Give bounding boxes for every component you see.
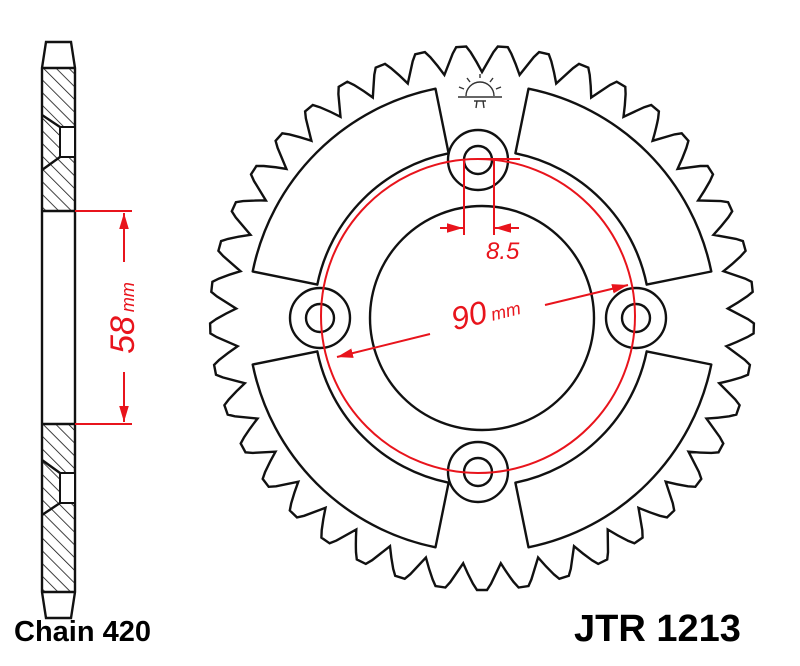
cutout-3 <box>251 350 450 549</box>
hub-diameter-unit: mm <box>118 282 138 312</box>
bolt-hole-2 <box>620 302 652 334</box>
bolt-hole-value: 8.5 <box>486 238 520 265</box>
chain-label: Chain 420 <box>14 616 151 648</box>
bolt-hole-dimension: 8.5 <box>440 160 520 265</box>
hub-diameter-dimension: 58 mm <box>75 210 142 425</box>
bolt-hole-1 <box>288 286 352 350</box>
cutout-1 <box>514 87 713 286</box>
bolt-hole-2 <box>604 286 668 350</box>
pcd-dimension: 90mm <box>320 158 636 474</box>
center-hole <box>368 204 596 432</box>
cutout-0 <box>251 87 450 286</box>
hatch-bottom <box>43 424 74 591</box>
svg-text:58mm: 58 mm <box>104 282 142 354</box>
cutout-2 <box>514 350 713 549</box>
side-view <box>40 40 77 620</box>
bolt-hole-3 <box>446 440 510 504</box>
bolt-hole-1 <box>304 302 336 334</box>
part-number: JTR 1213 <box>574 608 741 650</box>
sun-logo-icon <box>458 74 502 109</box>
lightening-cutouts <box>251 87 713 549</box>
pcd-value: 90 <box>447 294 490 338</box>
bolt-holes <box>288 128 668 504</box>
pcd-unit: mm <box>489 298 523 325</box>
hub-diameter-value: 58 <box>104 316 142 354</box>
svg-text:90mm: 90mm <box>447 285 523 337</box>
sprocket-front-view <box>208 45 756 592</box>
sprocket-teeth-outline <box>208 45 756 592</box>
